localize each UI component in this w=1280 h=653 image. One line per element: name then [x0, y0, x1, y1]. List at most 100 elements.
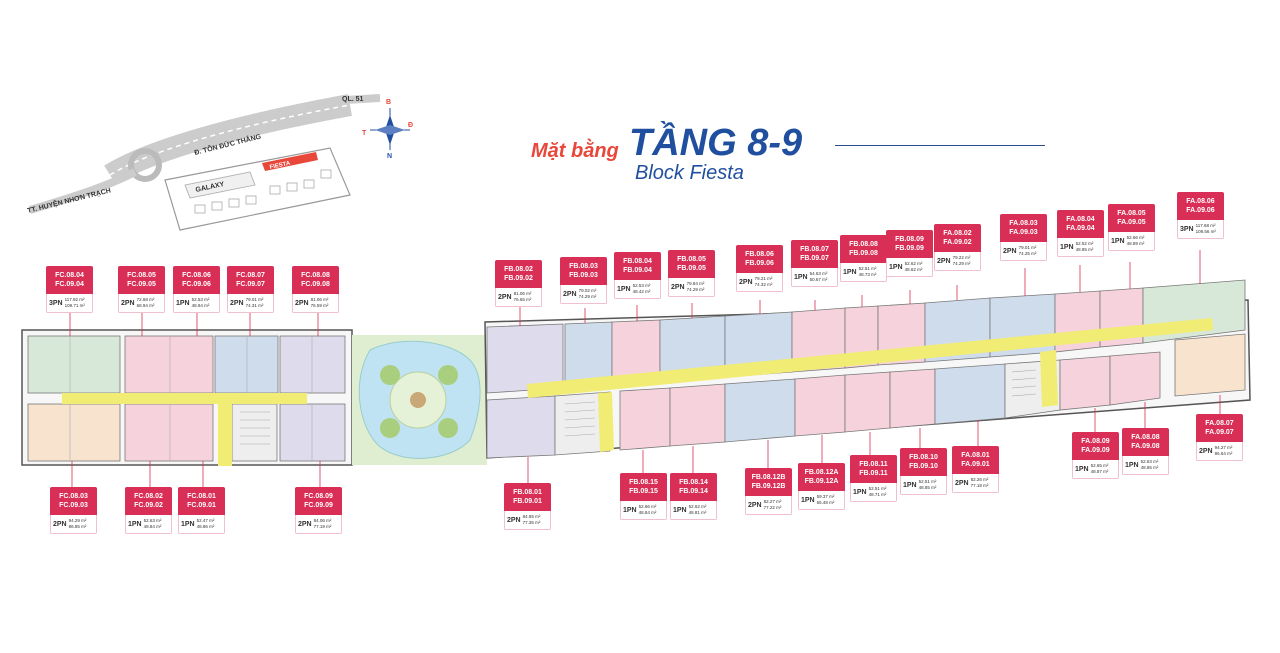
unit-code-line: FC.08.04: [55, 272, 84, 279]
unit-code-line: FA.09.05: [1117, 219, 1146, 226]
unit-type: 1PN: [843, 268, 857, 276]
unit-area-line: 82.27 m²: [763, 499, 782, 504]
unit-area-line: 84.85 m²: [522, 514, 541, 519]
unit-type: 1PN: [176, 299, 190, 307]
unit-area-line: 82.26 m²: [970, 477, 989, 482]
fiesta-block: [262, 152, 318, 171]
compass-icon: B N Đ T: [362, 99, 413, 160]
unit-area-line: 79.84 m²: [686, 281, 705, 286]
unit-code-line: FB.09.05: [677, 265, 706, 272]
unit-area-line: 94.27 m²: [1214, 445, 1233, 450]
unit-fa-07: [1174, 333, 1246, 397]
unit-code-line: FA.09.08: [1131, 443, 1160, 450]
unit-type: 2PN: [230, 299, 244, 307]
unit-area-line: 77.18 m²: [970, 483, 989, 488]
unit-fb-12b: [724, 378, 796, 443]
unit-fc-04: [27, 335, 121, 394]
compass-west: T: [362, 130, 367, 137]
unit-code-line: FB.08.03: [569, 263, 598, 270]
corridor-main: [527, 318, 1213, 398]
unit-code-line: FB.09.07: [800, 255, 829, 262]
unit-type: 3PN: [49, 299, 63, 307]
unit-code-line: FC.08.09: [304, 493, 333, 500]
unit-area-line: 79.21 m²: [754, 276, 773, 281]
unit-code-line: FA.08.06: [1186, 198, 1215, 205]
unit-type: 3PN: [1180, 225, 1194, 233]
stair-core-fb: [554, 391, 611, 456]
unit-area-line: 48.85 m²: [1075, 247, 1094, 252]
unit-area-line: 79.01 m²: [1018, 245, 1037, 250]
unit-fb-04: [611, 319, 661, 386]
unit-area-line: 117.92 m²: [64, 297, 85, 302]
unit-area-line: 74.29 m²: [952, 261, 971, 266]
unit-fb-05: [659, 315, 726, 383]
corridor-fb-branch: [598, 392, 614, 452]
road-centerline: [109, 104, 351, 176]
unit-type: 2PN: [295, 299, 309, 307]
unit-code-line: FC.09.08: [301, 281, 330, 288]
unit-code-line: FA.08.07: [1205, 420, 1234, 427]
unit-area-line: 52.52 m²: [1075, 241, 1094, 246]
unit-area-line: 48.87 m²: [1090, 469, 1109, 474]
unit-code-line: FA.09.02: [943, 239, 972, 246]
unit-area-line: 109.71 m²: [64, 303, 85, 308]
unit-area-line: 68.94 m²: [136, 303, 155, 308]
page-subtitle: Block Fiesta: [635, 162, 744, 184]
unit-code-line: FB.09.09: [895, 245, 924, 252]
unit-area-line: 76.65 m²: [513, 297, 532, 302]
title-divider: [835, 145, 1045, 146]
